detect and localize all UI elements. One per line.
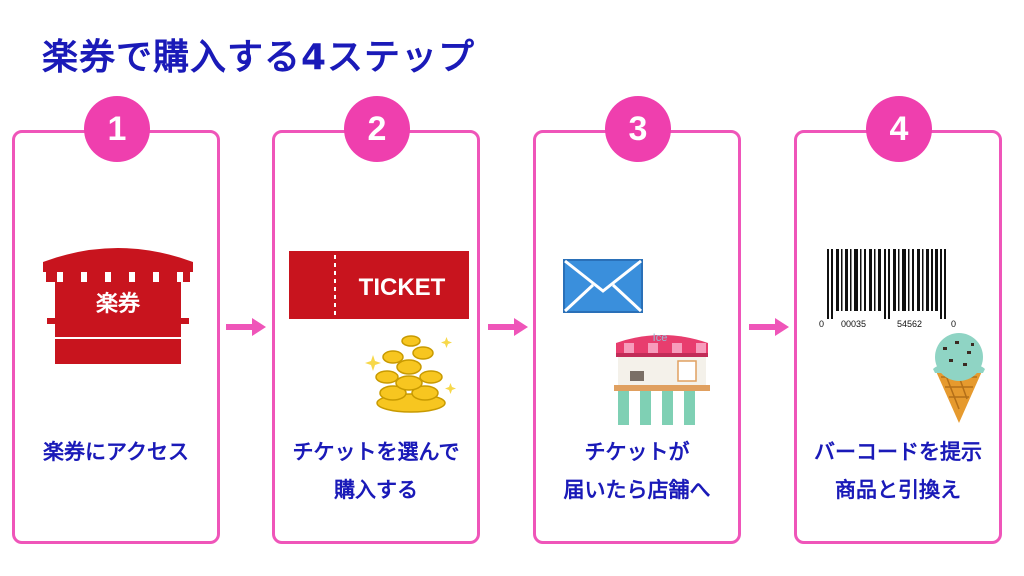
booth-sign-text: 楽券 (96, 291, 141, 317)
step-2-number: 2 (344, 96, 410, 162)
step-4-card: 0 00035 54562 0 バーコードを提示 商品と引換え (794, 130, 1002, 544)
step-3-label: チケットが 届いたら店舗へ (563, 440, 711, 502)
arrow-right-icon (749, 316, 789, 338)
arrow-right-icon (226, 316, 266, 338)
ice-cream-shop-icon: Ice (610, 329, 714, 425)
barcode-icon: 0 00035 54562 0 (819, 249, 959, 331)
step-4-number: 4 (866, 96, 932, 162)
ticket-icon: TICKET (289, 251, 469, 319)
barcode-digit-1: 0 (819, 319, 824, 329)
step-1-number: 1 (84, 96, 150, 162)
ice-cream-cone-icon (925, 333, 991, 425)
step-2-card: TICKET チケットを選んで 購入する (272, 130, 480, 544)
coins-icon (363, 331, 459, 417)
step-3-card: Ice チケットが 届いたら店舗へ (533, 130, 741, 544)
barcode-digit-2: 00035 (841, 319, 866, 329)
arrow-right-icon (488, 316, 528, 338)
shop-sign-text: Ice (653, 332, 668, 344)
page-title: 楽券で購入する4ステップ (42, 37, 476, 78)
step-4-label: バーコードを提示 商品と引換え (814, 440, 982, 502)
ticket-text: TICKET (359, 274, 446, 301)
barcode-digit-3: 54562 (897, 319, 922, 329)
step-2-label: チケットを選んで 購入する (292, 440, 460, 502)
step-1-card: 楽券 楽券にアクセス (12, 130, 220, 544)
envelope-icon (563, 259, 643, 313)
ticket-booth-icon: 楽券 (43, 238, 193, 366)
step-3-number: 3 (605, 96, 671, 162)
step-1-label: 楽券にアクセス (43, 440, 189, 464)
barcode-digit-4: 0 (951, 319, 956, 329)
